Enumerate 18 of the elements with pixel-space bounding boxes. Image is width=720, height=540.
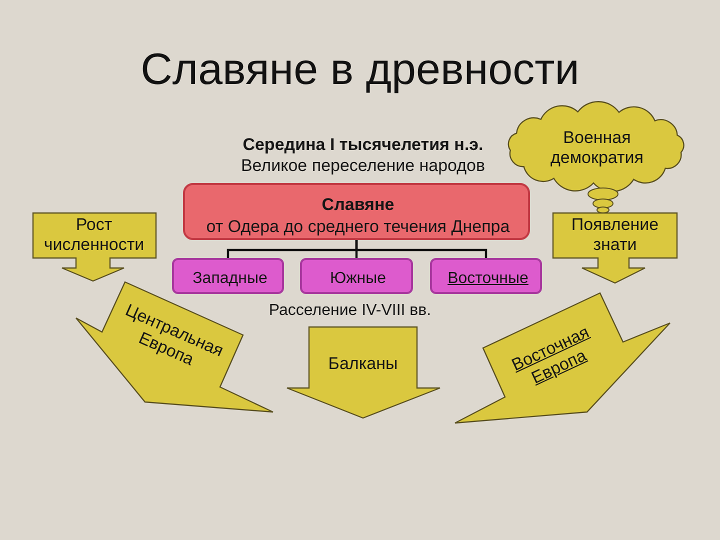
category-box (430, 258, 542, 294)
category-box (172, 258, 284, 294)
slide-title: Славяне в древности (140, 44, 580, 96)
connector-line (355, 240, 488, 258)
panel-text: Балканы (328, 354, 398, 374)
annotation-text: Расселение IV-VIII вв. (268, 300, 432, 320)
group-box (183, 183, 530, 240)
box-text: от Одера до среднего течения Днепра (206, 217, 510, 238)
category-box (300, 258, 413, 294)
box-label: Западные (192, 268, 268, 288)
subtitle-text: Великое переселение народов (240, 156, 486, 176)
callout-text: Появление знати (570, 214, 660, 256)
heading-text: Середина I тысячелетия н.э. (242, 135, 484, 156)
callout-text: Рост численности (43, 214, 145, 256)
box-title: Славяне (321, 195, 395, 216)
cloud-text: Военная демократия (550, 128, 644, 168)
box-label: Восточные (447, 268, 529, 288)
box-label: Южные (329, 268, 387, 288)
